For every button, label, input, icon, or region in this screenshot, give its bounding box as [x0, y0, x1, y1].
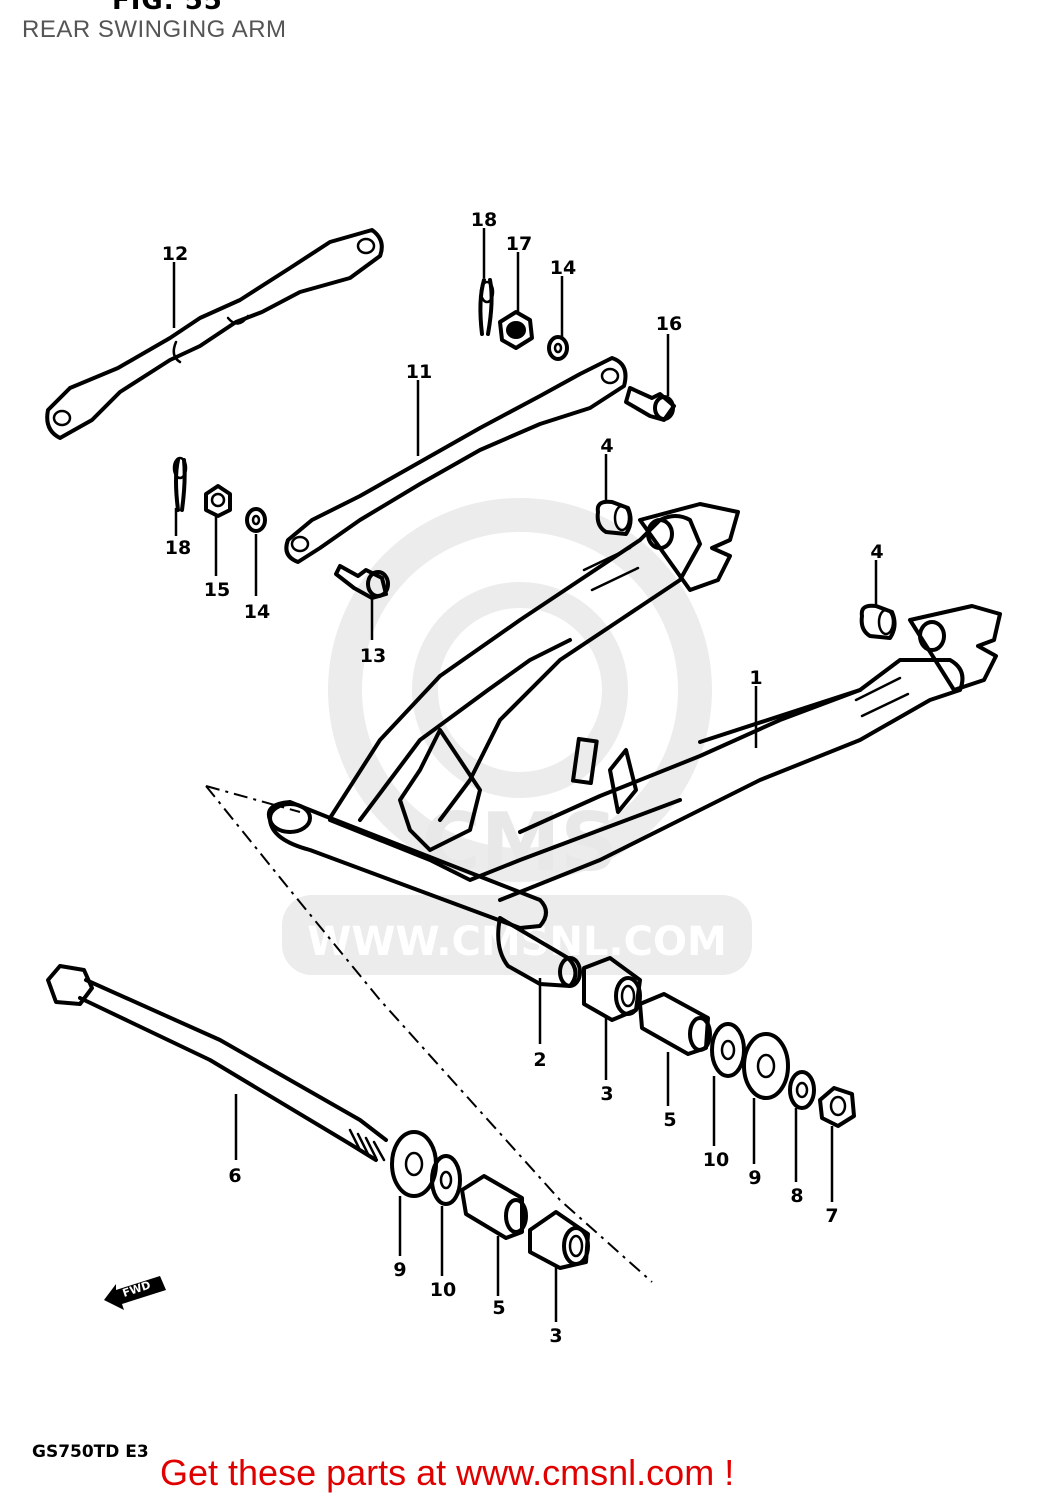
part-15-nut [204, 484, 232, 518]
part-10-washer-right [710, 1022, 746, 1078]
callout-9: 9 [748, 1167, 761, 1189]
callout-10: 10 [703, 1149, 729, 1171]
callout-13: 13 [360, 645, 386, 667]
part-14-washer-upper [547, 335, 569, 361]
callout-5: 5 [492, 1297, 505, 1319]
callout-17: 17 [506, 233, 532, 255]
part-11-torque-link [284, 356, 628, 564]
part-2-spacer-tube [496, 916, 582, 988]
figure-title: REAR SWINGING ARM [22, 16, 287, 43]
callout-8: 8 [790, 1185, 803, 1207]
part-3-bearing-left [528, 1210, 590, 1270]
callout-labels: 12 18 17 14 16 11 4 18 15 14 13 4 1 2 3 … [162, 209, 884, 1347]
callout-14: 14 [244, 601, 270, 623]
callout-4: 4 [600, 435, 613, 457]
callout-15: 15 [204, 579, 230, 601]
callout-2: 2 [533, 1049, 546, 1071]
axis-line-upper [205, 785, 301, 813]
part-4-bushing-left [595, 499, 633, 536]
figure-number: FIG. 55 [112, 0, 223, 16]
callout-11: 11 [406, 361, 432, 383]
part-9-washer-left [390, 1130, 438, 1198]
watermark: CMS WWW.CMSNL.COM [282, 498, 752, 975]
callout-16: 16 [656, 313, 682, 335]
part-10-washer-left [430, 1154, 462, 1206]
leader-lines [172, 228, 878, 1322]
callout-7: 7 [825, 1205, 838, 1227]
part-18-cotter-pin-upper [478, 278, 495, 336]
part-17-nut [498, 310, 534, 350]
part-14-washer-lower [245, 507, 267, 533]
model-code: GS750TD E3 [32, 1442, 149, 1462]
part-12-torque-link [45, 228, 384, 440]
callout-12: 12 [162, 243, 188, 265]
part-9-washer-right [742, 1032, 790, 1100]
part-5-collar-left [460, 1174, 528, 1240]
callout-3: 3 [549, 1325, 562, 1347]
part-18-cotter-pin-lower [172, 456, 188, 512]
callout-6: 6 [228, 1165, 241, 1187]
callout-1: 1 [749, 667, 762, 689]
part-7-nut [818, 1086, 856, 1128]
part-8-washer [788, 1070, 816, 1110]
part-16-bolt [624, 386, 676, 422]
callout-18: 18 [165, 537, 191, 559]
callout-9: 9 [393, 1259, 406, 1281]
forward-arrow-icon: FWD [104, 1276, 166, 1310]
callout-5: 5 [663, 1109, 676, 1131]
callout-18: 18 [471, 209, 497, 231]
part-5-collar-right [638, 992, 712, 1056]
callout-4: 4 [870, 541, 883, 563]
watermark-brand: CMS [422, 796, 618, 889]
part-4-bushing-right [859, 603, 897, 640]
part-3-bearing-right [582, 956, 642, 1022]
part-6-pivot-shaft [46, 964, 388, 1162]
part-13-bolt [334, 564, 390, 600]
part-1-swingarm [267, 502, 1002, 930]
callout-10: 10 [430, 1279, 456, 1301]
callout-3: 3 [600, 1083, 613, 1105]
promo-link[interactable]: Get these parts at www.cmsnl.com ! [160, 1452, 735, 1493]
callout-14: 14 [550, 257, 576, 279]
